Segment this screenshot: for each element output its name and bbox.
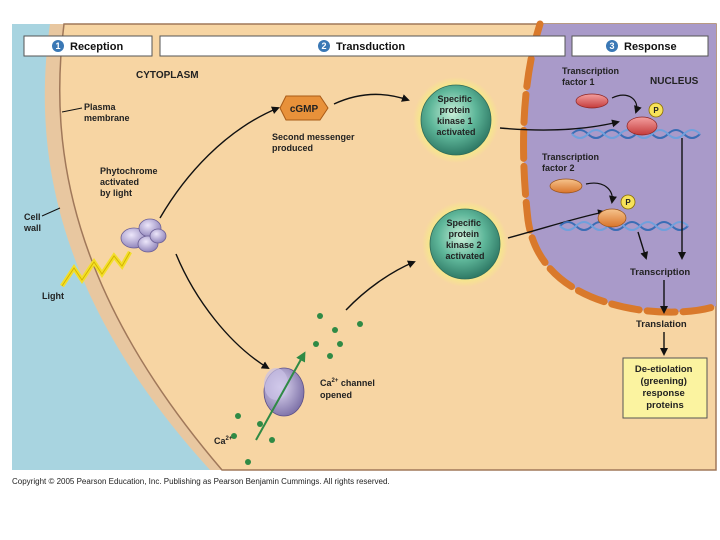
tf2-label: Transcription factor 2 — [542, 152, 602, 173]
stage-label: Reception — [70, 41, 123, 53]
translation-label: Translation — [636, 319, 687, 330]
nucleus-label: NUCLEUS — [650, 76, 699, 87]
phosphate-label: P — [625, 198, 631, 207]
kinase1-label: Specific protein kinase 1 activated — [436, 94, 475, 137]
arrow-tf1-binding — [611, 94, 642, 114]
response-proteins-label: De-etiolation (greening) response protei… — [635, 364, 695, 411]
ca-ion — [357, 321, 363, 327]
dna-strand-2 — [559, 221, 689, 231]
stage-number-badge — [52, 40, 64, 52]
stage-header-response: 3 Response — [571, 35, 709, 57]
stage-header-reception: 1 Reception — [23, 35, 153, 57]
ca-ion — [317, 313, 323, 319]
cell-wall-pointer — [41, 207, 61, 217]
phosphate-icon — [648, 102, 664, 118]
ca-ion — [235, 413, 241, 419]
ca-ion — [313, 341, 319, 347]
signal-transduction-diagram: 1 Reception 2 Transduction 3 Response CY… — [12, 20, 720, 471]
plasma-membrane-pointer — [61, 107, 83, 113]
stage-number: 1 — [55, 41, 60, 51]
arrow-cgmp-to-kinase1 — [333, 93, 410, 105]
response-proteins-box: De-etiolation (greening) response protei… — [622, 357, 708, 419]
cell-wall-label: Cell wall — [23, 212, 43, 233]
stage-number-badge — [606, 40, 618, 52]
cgmp-molecule: cGMP — [279, 95, 329, 121]
phosphate-icon — [620, 194, 636, 210]
plasma-membrane-label: Plasma membrane — [84, 102, 130, 123]
arrow-kinase1-to-tf1 — [499, 119, 620, 131]
kinase2-label: Specific protein kinase 2 activated — [445, 218, 484, 261]
nucleus — [523, 24, 716, 313]
copyright-notice: Copyright © 2005 Pearson Education, Inc.… — [12, 477, 390, 486]
phosphorylated-tf2 — [597, 208, 627, 228]
ca-ion — [269, 437, 275, 443]
arrow-phytochrome-to-cgmp — [159, 106, 280, 219]
ca-ion — [231, 433, 237, 439]
stage-header-transduction: 2 Transduction — [159, 35, 566, 57]
transcription-label: Transcription — [630, 267, 690, 278]
phosphate-label: P — [653, 106, 659, 115]
light-label: Light — [42, 291, 64, 301]
phytochrome-label: Phytochrome activated by light — [100, 166, 160, 198]
cgmp-label: cGMP — [290, 104, 319, 115]
ca-ion — [337, 341, 343, 347]
arrow-dna2-to-transcription — [637, 231, 649, 260]
arrow-calcium-to-kinase2 — [345, 260, 416, 311]
phosphorylated-tf1 — [626, 116, 658, 136]
stage-number: 2 — [321, 41, 326, 51]
calcium-ions — [231, 313, 363, 465]
ca-ion — [332, 327, 338, 333]
protein-kinase-1: Specific protein kinase 1 activated — [413, 77, 499, 163]
second-messenger-label: Second messenger produced — [272, 132, 357, 153]
phytochrome-receptor — [120, 218, 167, 253]
ca-ion — [327, 353, 333, 359]
light-ray-outline — [61, 251, 131, 287]
ca-ion — [245, 459, 251, 465]
protein-kinase-2: Specific protein kinase 2 activated — [422, 201, 508, 287]
arrow-phytochrome-to-channel — [175, 253, 270, 370]
stage-label: Response — [624, 41, 677, 53]
stage-number: 3 — [609, 41, 614, 51]
transcription-factor-1 — [575, 93, 609, 109]
arrow-kinase2-to-tf2 — [507, 209, 606, 239]
calcium-label: Ca2+ — [214, 436, 233, 446]
cytoplasm-label: CYTOPLASM — [136, 70, 199, 81]
calcium-channel — [263, 367, 305, 417]
tf1-label: Transcription factor 1 — [562, 66, 622, 87]
arrow-tf2-binding — [585, 182, 617, 204]
transcription-factor-2 — [549, 178, 583, 194]
stage-label: Transduction — [336, 41, 405, 53]
channel-opened-label: Ca2+ channel opened — [320, 378, 377, 400]
calcium-influx-arrow — [255, 351, 306, 441]
ca-ion — [257, 421, 263, 427]
stage-number-badge — [318, 40, 330, 52]
